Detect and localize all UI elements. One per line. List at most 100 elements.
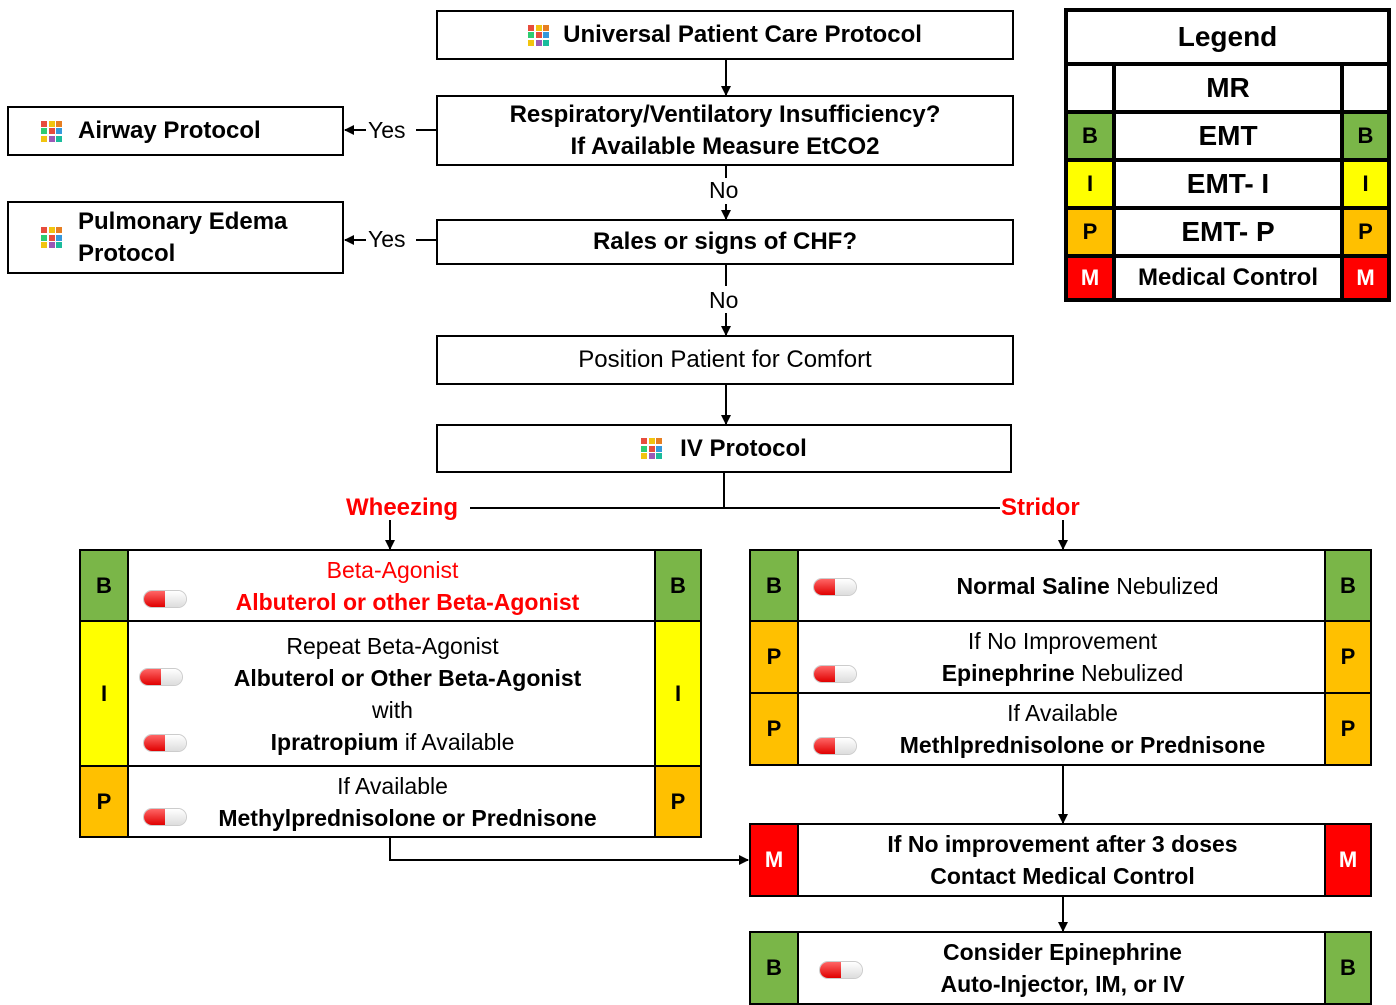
consider-epinephrine-box: B B Consider Epinephrine Auto-Injector, … <box>749 931 1372 1005</box>
stridor-saline-cell: Normal Saline Nebulized <box>799 551 1326 622</box>
nebulized-label: Nebulized <box>1109 572 1219 599</box>
level-badge-p: P <box>81 767 129 836</box>
protocol-grid-icon <box>41 120 62 142</box>
normal-saline-label: Normal Saline <box>956 572 1110 599</box>
pill-icon <box>819 961 863 979</box>
nebulized-label: Nebulized <box>1074 660 1184 686</box>
stridor-treatment-table: B B Normal Saline Nebulized P P If No Im… <box>749 549 1372 766</box>
respiratory-question-line2: If Available Measure EtCO2 <box>570 132 880 160</box>
legend-code-m-left: M <box>1068 258 1112 298</box>
beta-agonist-heading: Beta-Agonist <box>326 556 459 583</box>
wheezing-treatment-table: B B Beta-Agonist Albuterol or other Beta… <box>79 549 702 838</box>
universal-protocol-box[interactable]: Universal Patient Care Protocol <box>436 10 1014 60</box>
consider-epinephrine-line2: Auto-Injector, IM, or IV <box>940 971 1185 997</box>
legend-code-mr-left <box>1068 66 1112 110</box>
legend-title: Legend <box>1068 12 1387 62</box>
if-available-heading: If Available <box>337 772 448 799</box>
level-badge-m: M <box>751 825 799 895</box>
level-badge-i: I <box>81 622 129 767</box>
ipratropium-label: Ipratropium <box>270 728 399 755</box>
pill-icon <box>813 578 857 596</box>
repeat-beta-agonist: Repeat Beta-Agonist <box>286 632 499 659</box>
albuterol-repeat-dose: Albuterol or Other Beta-Agonist <box>233 664 582 691</box>
legend-code-i-left: I <box>1068 162 1112 206</box>
stridor-steroid-cell: If Available Methlprednisolone or Predni… <box>799 694 1326 764</box>
legend-label-emt-p: EMT- P <box>1116 210 1340 254</box>
legend-code-mr-right <box>1344 66 1387 110</box>
medical-control-box: M M If No improvement after 3 doses Cont… <box>749 823 1372 897</box>
wheezing-steroid-cell: If Available Methylprednisolone or Predn… <box>129 767 656 836</box>
level-badge-p: P <box>1324 694 1370 764</box>
legend-code-m-right: M <box>1344 258 1387 298</box>
protocol-grid-icon <box>641 438 663 459</box>
pill-icon <box>143 590 187 608</box>
respiratory-question-box: Respiratory/Ventilatory Insufficiency? I… <box>436 95 1014 166</box>
level-badge-p: P <box>1324 622 1370 694</box>
contact-medical-control: Contact Medical Control <box>930 863 1195 889</box>
chf-question-label: Rales or signs of CHF? <box>592 228 858 255</box>
yes-label-chf: Yes <box>368 226 406 252</box>
legend-label-medical-control: Medical Control <box>1116 258 1340 298</box>
level-badge-b: B <box>654 551 700 622</box>
wheezing-repeat-cell: Repeat Beta-Agonist Albuterol or Other B… <box>129 622 656 767</box>
legend-label-emt-i: EMT- I <box>1116 162 1340 206</box>
chf-question-box: Rales or signs of CHF? <box>436 219 1014 265</box>
position-patient-label: Position Patient for Comfort <box>578 346 872 373</box>
level-badge-b: B <box>1324 551 1370 622</box>
legend-code-b-right: B <box>1344 114 1387 158</box>
if-available-heading: If Available <box>1007 700 1118 726</box>
level-badge-b: B <box>751 551 799 622</box>
pulmonary-edema-line2: Protocol <box>78 239 176 267</box>
pulmonary-edema-protocol-box[interactable]: Pulmonary Edema Protocol <box>7 201 344 274</box>
legend-table: Legend MR B EMT B I EMT- I I P EMT- P P … <box>1064 8 1391 302</box>
pulmonary-edema-line1: Pulmonary Edema <box>78 207 288 235</box>
consider-epinephrine-line1: Consider Epinephrine <box>943 939 1182 965</box>
albuterol-dose: Albuterol or other Beta-Agonist <box>235 588 580 615</box>
iv-protocol-label: IV Protocol <box>680 434 807 462</box>
pill-icon <box>813 737 857 755</box>
pill-icon <box>139 668 183 686</box>
if-available-label: if Available <box>398 728 515 755</box>
airway-protocol-label: Airway Protocol <box>78 117 261 144</box>
pill-icon <box>143 808 187 826</box>
level-badge-p: P <box>751 622 799 694</box>
medical-control-text: If No improvement after 3 doses Contact … <box>799 825 1326 895</box>
yes-label-airway: Yes <box>368 117 406 143</box>
stridor-epinephrine-cell: If No Improvement Epinephrine Nebulized <box>799 622 1326 694</box>
legend-label-mr: MR <box>1116 66 1340 110</box>
no-label-resp: No <box>709 177 739 203</box>
protocol-grid-icon <box>41 227 62 248</box>
stridor-branch-label: Stridor <box>1001 494 1080 521</box>
pill-icon <box>813 665 857 683</box>
level-badge-b: B <box>81 551 129 622</box>
wheezing-branch-label: Wheezing <box>346 494 458 521</box>
consider-epinephrine-text: Consider Epinephrine Auto-Injector, IM, … <box>799 933 1326 1003</box>
methlprednisolone-dose: Methlprednisolone or Prednisone <box>899 732 1266 758</box>
level-badge-b: B <box>1324 933 1370 1003</box>
no-improvement-3-doses: If No improvement after 3 doses <box>887 831 1238 857</box>
pill-icon <box>143 734 187 752</box>
level-badge-i: I <box>654 622 700 767</box>
if-no-improvement-label: If No Improvement <box>967 628 1158 654</box>
legend-code-p-right: P <box>1344 210 1387 254</box>
protocol-grid-icon <box>528 24 550 46</box>
legend-code-i-right: I <box>1344 162 1387 206</box>
methylprednisolone-dose: Methylprednisolone or Prednisone <box>218 804 597 831</box>
iv-protocol-box[interactable]: IV Protocol <box>436 424 1012 473</box>
respiratory-question-line1: Respiratory/Ventilatory Insufficiency? <box>509 100 941 128</box>
level-badge-p: P <box>654 767 700 836</box>
epinephrine-label: Epinephrine <box>941 660 1075 686</box>
legend-code-b-left: B <box>1068 114 1112 158</box>
legend-code-p-left: P <box>1068 210 1112 254</box>
wheezing-beta-agonist-cell: Beta-Agonist Albuterol or other Beta-Ago… <box>129 551 656 622</box>
position-patient-box: Position Patient for Comfort <box>436 335 1014 385</box>
universal-protocol-label: Universal Patient Care Protocol <box>563 21 922 48</box>
airway-protocol-box[interactable]: Airway Protocol <box>7 106 344 156</box>
with-label: with <box>372 696 413 723</box>
legend-label-emt: EMT <box>1116 114 1340 158</box>
no-label-chf: No <box>709 287 739 313</box>
level-badge-p: P <box>751 694 799 764</box>
level-badge-b: B <box>751 933 799 1003</box>
level-badge-m: M <box>1324 825 1370 895</box>
